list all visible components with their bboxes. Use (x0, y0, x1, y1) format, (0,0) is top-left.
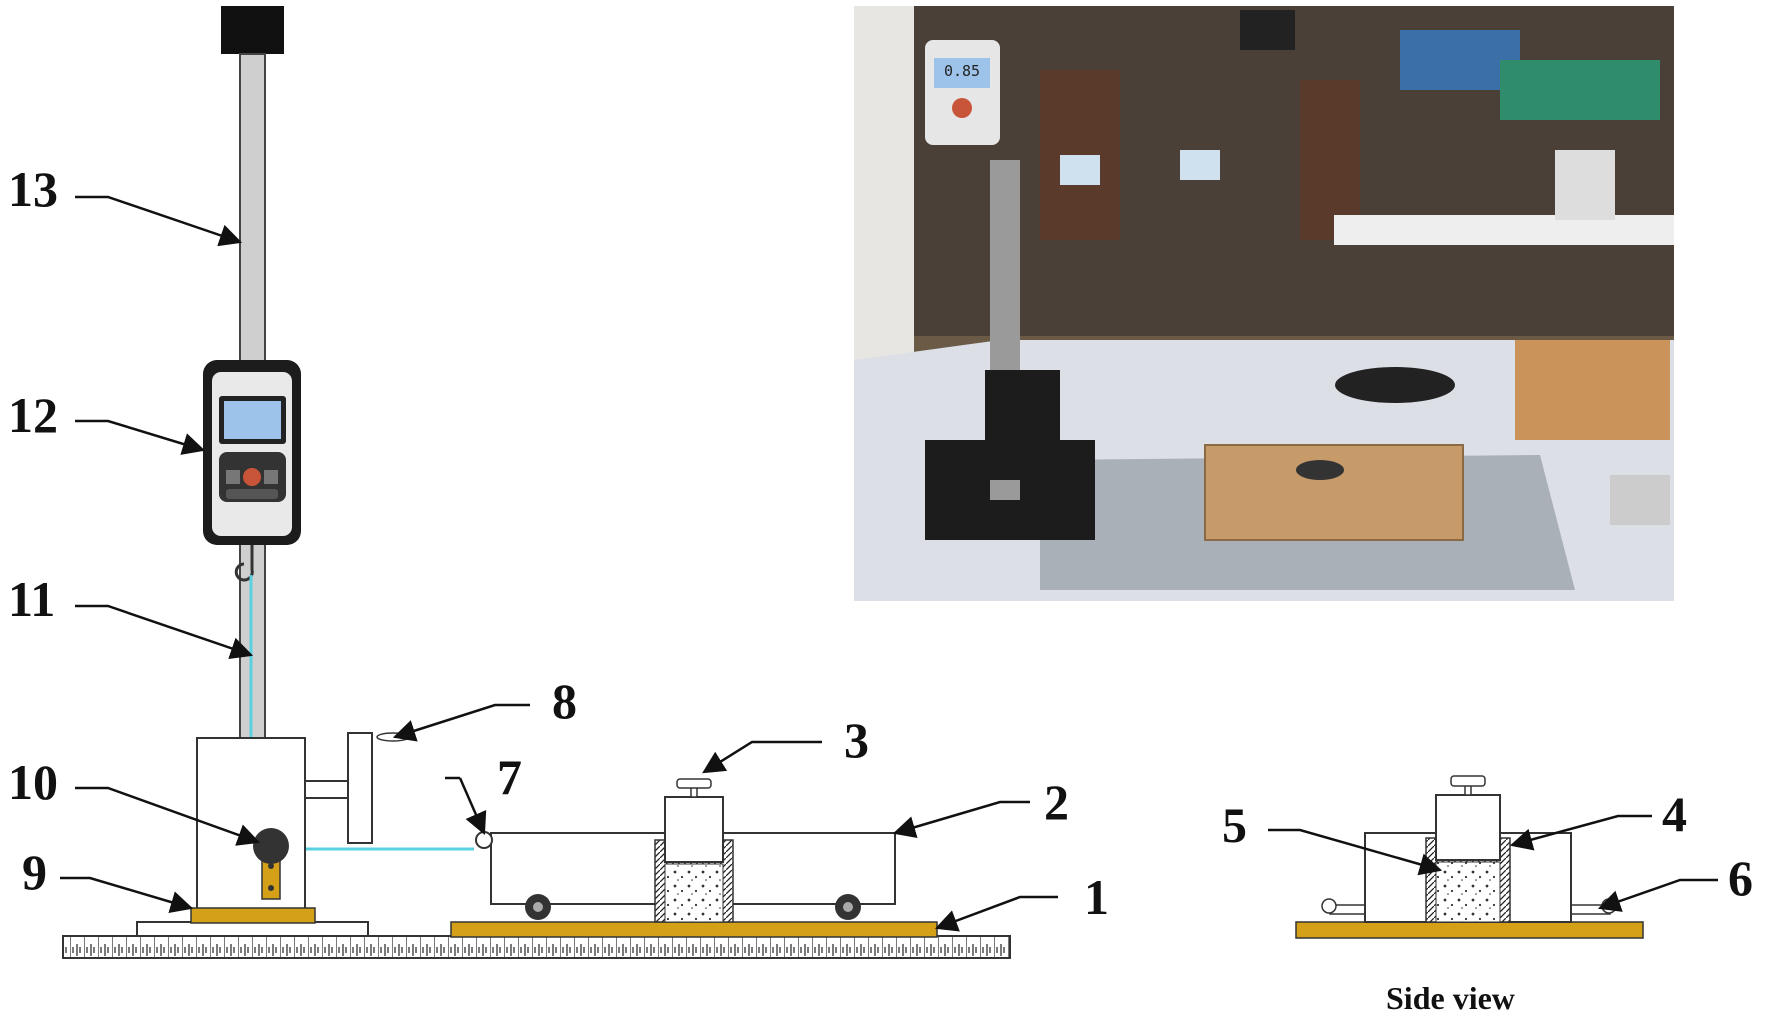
pulley (253, 828, 289, 900)
label-5: 5 (1222, 797, 1247, 853)
track-plate (450, 921, 938, 938)
side-view-caption: Side view (1386, 980, 1515, 1016)
label-7: 7 (497, 749, 522, 805)
label-8: 8 (552, 673, 577, 729)
gauge-reading: 0.85 (943, 62, 981, 80)
label-1: 1 (1084, 869, 1109, 925)
label-4: 4 (1662, 786, 1687, 842)
cord-hook (475, 831, 493, 849)
gauge-base (136, 907, 369, 937)
label-13: 13 (8, 161, 58, 217)
label-3: 3 (844, 712, 869, 768)
apparatus-photo (854, 6, 1674, 601)
sliding-box (475, 778, 896, 923)
leader-lines (60, 195, 1718, 932)
label-12: 12 (8, 387, 58, 443)
force-gauge (203, 360, 301, 582)
label-11: 11 (8, 571, 56, 627)
wheel (525, 894, 551, 920)
winch-housing (196, 732, 410, 912)
gauge-screen (224, 401, 281, 439)
label-2: 2 (1044, 774, 1069, 830)
label-9: 9 (22, 844, 47, 900)
side-view-drawing (1295, 775, 1644, 939)
label-10: 10 (8, 754, 58, 810)
wheel (835, 894, 861, 920)
measurement-ruler (62, 935, 1011, 959)
label-6: 6 (1728, 850, 1753, 906)
